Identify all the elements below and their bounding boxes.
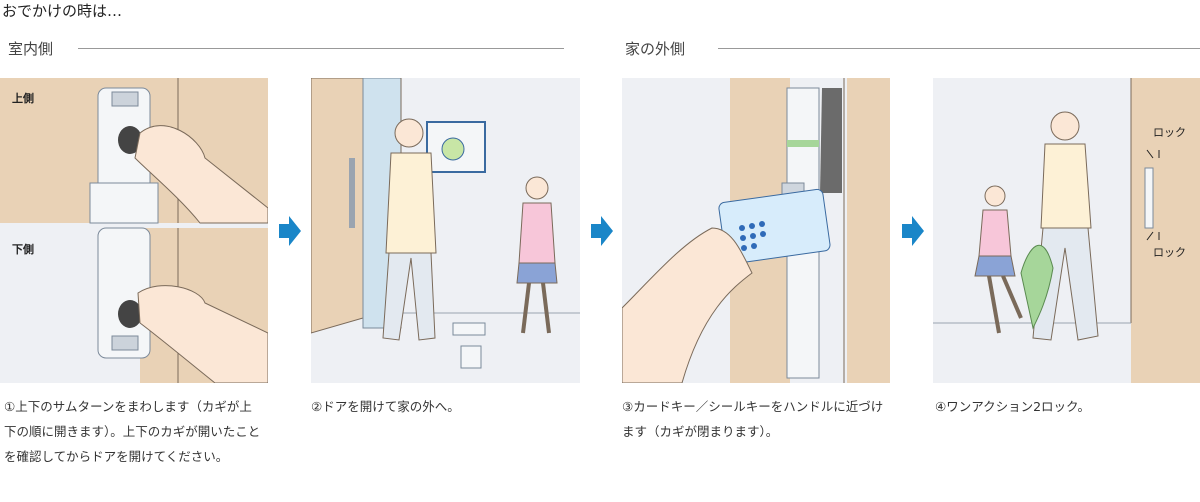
step2-image [311, 78, 580, 383]
step2-caption: ②ドアを開けて家の外へ。 [311, 399, 460, 414]
step3-image [622, 78, 890, 383]
lock-label-lower: ロック [1153, 246, 1186, 259]
step2-illustration [311, 78, 580, 383]
step1-caption: ①上下のサムターンをまわします（カギが上下の順に開きます）。上下のカギが開いたこ… [4, 399, 261, 464]
sublabel-upper: 上側 [12, 91, 34, 105]
page-title: おでかけの時は… [2, 2, 123, 20]
step1-image: 上側 下側 [0, 78, 268, 383]
step4-image: ロック ロック [933, 78, 1200, 383]
arrow-right-icon [279, 216, 301, 246]
arrow-right-icon [591, 216, 613, 246]
lock-label-upper: ロック [1153, 126, 1186, 139]
section-title-outdoor: 家の外側 [625, 40, 686, 58]
section-title-indoor: 室内側 [8, 40, 54, 58]
step4-illustration: ロック ロック [933, 78, 1200, 383]
step1-illustration: 上側 下側 [0, 78, 268, 383]
step4-caption: ④ワンアクション2ロック。 [935, 399, 1091, 414]
step3-caption: ③カードキー／シールキーをハンドルに近づけます（カギが閉まります）。 [622, 399, 884, 439]
sublabel-lower: 下側 [12, 242, 34, 256]
section-divider-indoor [78, 48, 564, 49]
section-divider-outdoor [718, 48, 1200, 49]
step3-illustration [622, 78, 890, 383]
arrow-right-icon [902, 216, 924, 246]
